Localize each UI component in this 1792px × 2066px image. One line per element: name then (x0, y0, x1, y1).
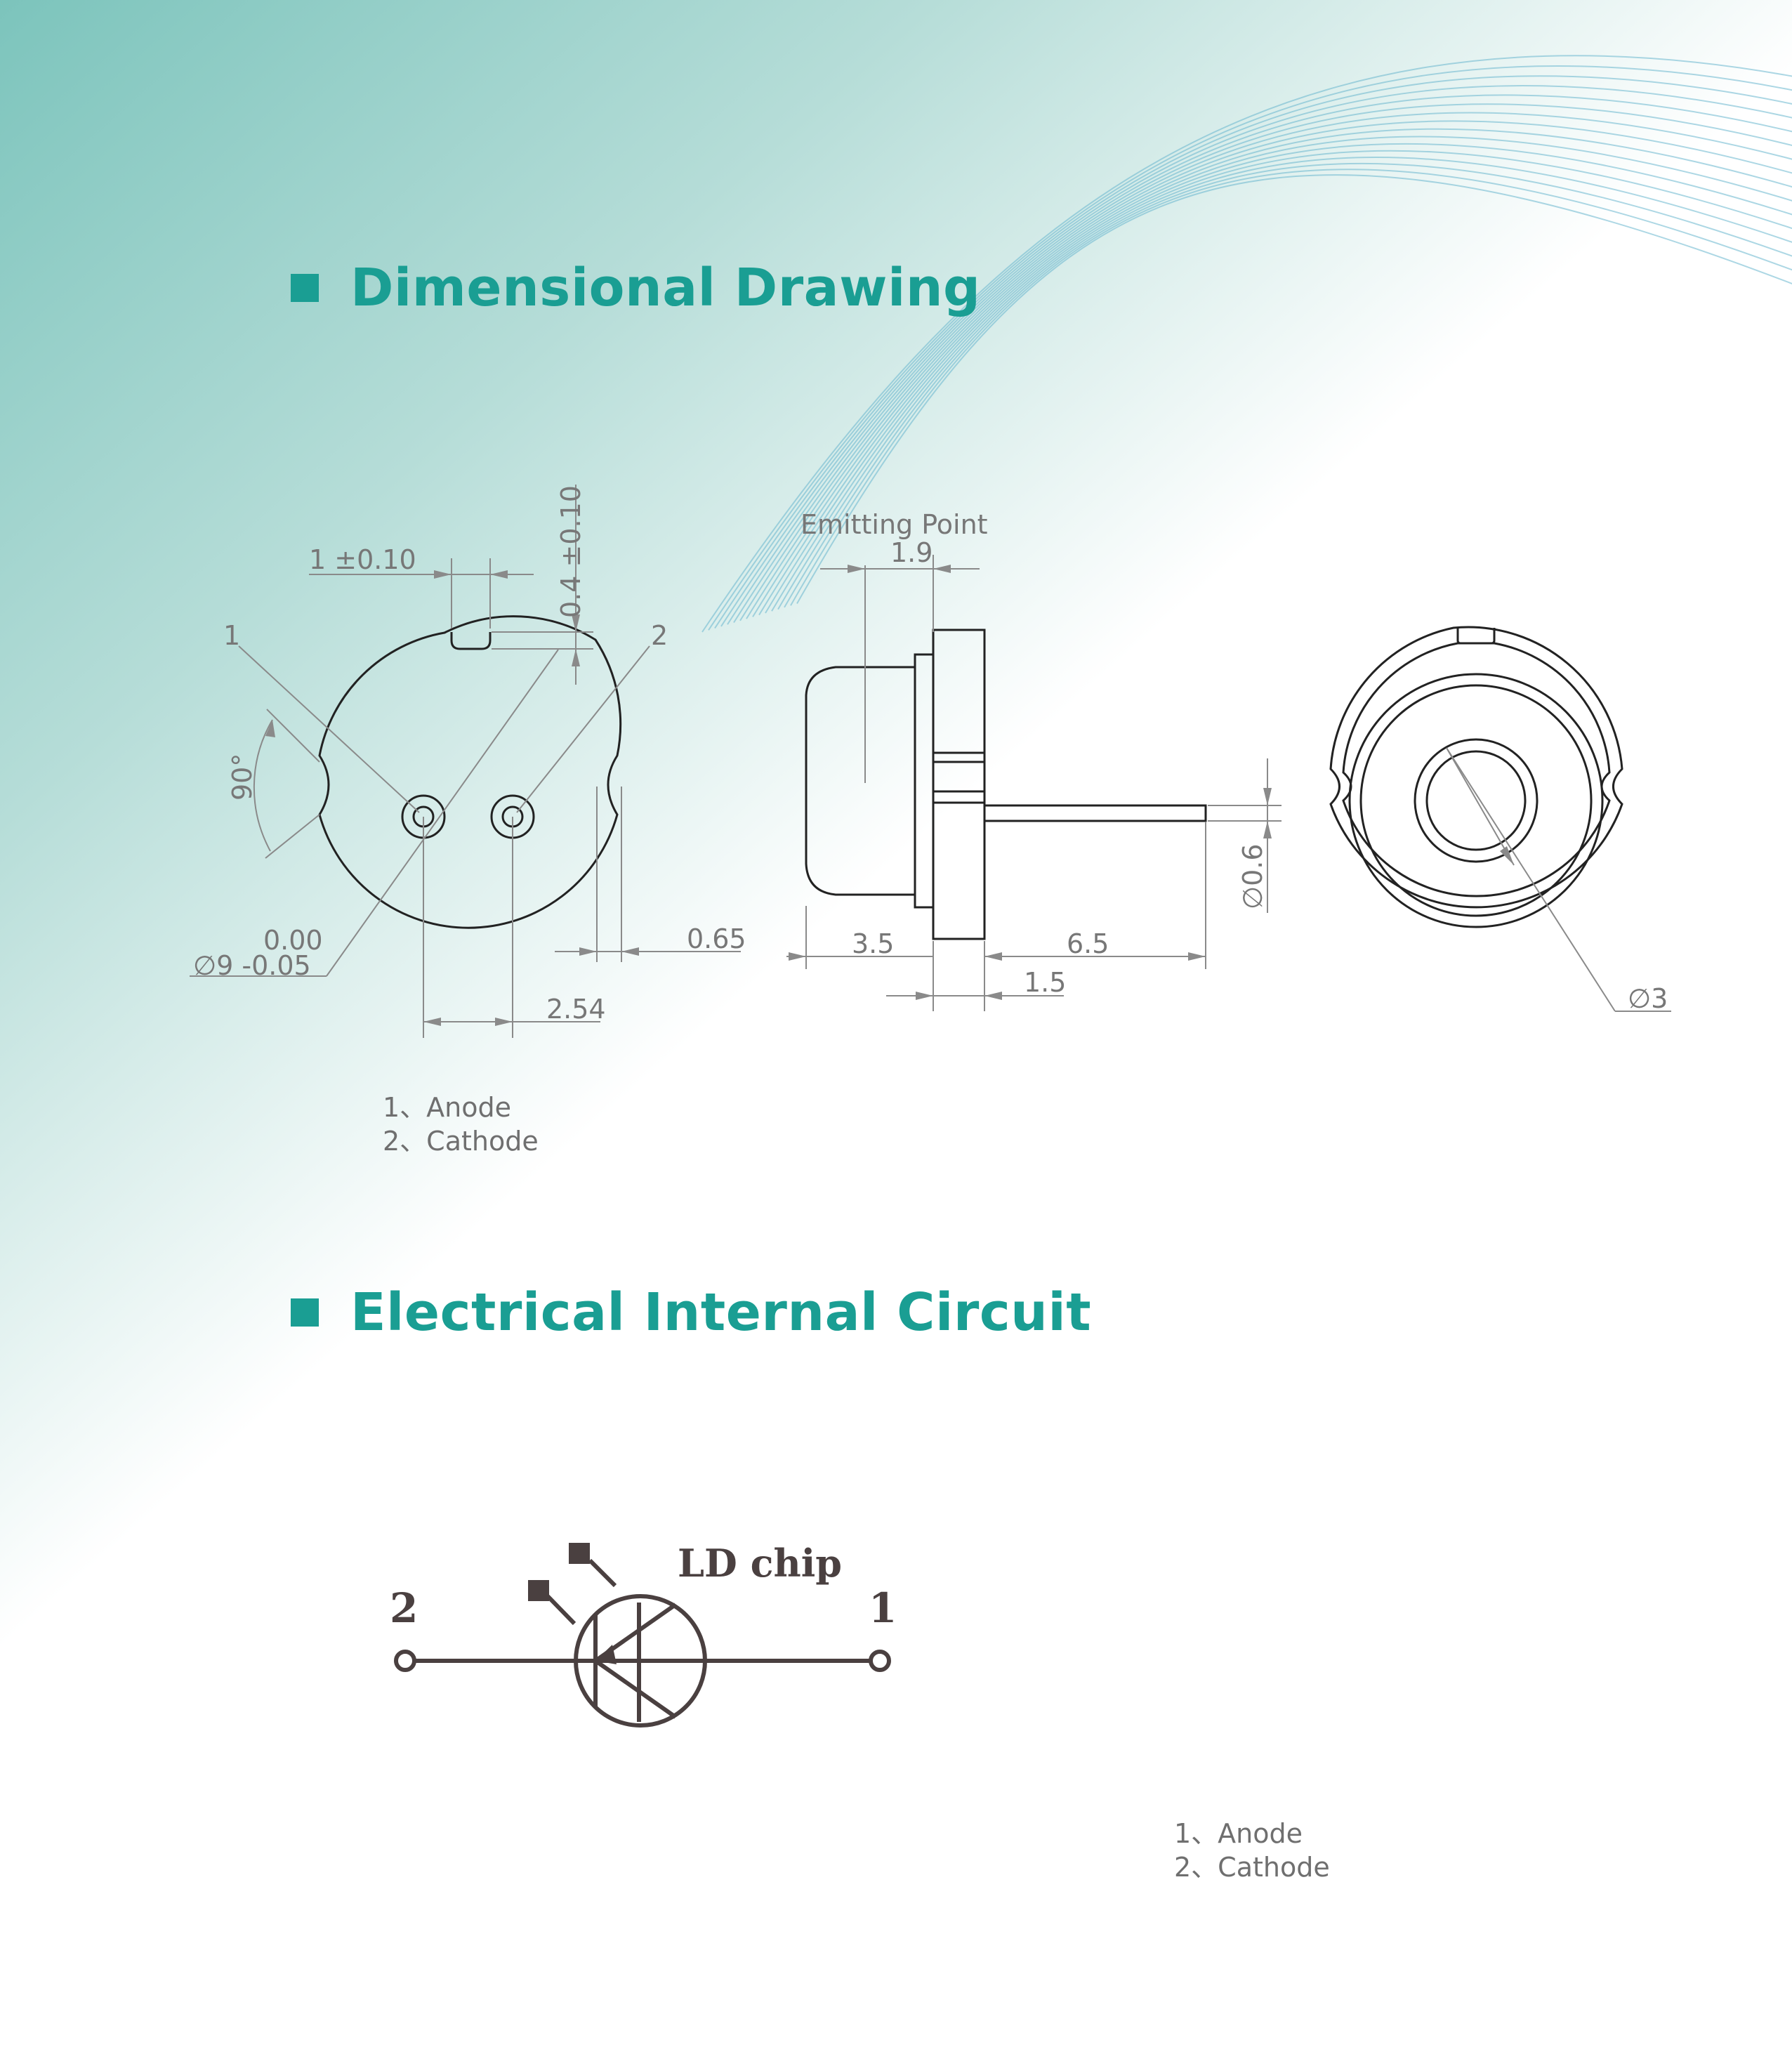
section-title: Electrical Internal Circuit (350, 1282, 1092, 1343)
terminal-left-icon (394, 1650, 416, 1672)
wave-line (701, 55, 1792, 633)
side-view-step (914, 653, 935, 909)
side-view-lead (983, 804, 1207, 822)
dim-cap-length: 3.5 (852, 928, 894, 959)
terminal-left-label: 2 (390, 1584, 418, 1632)
wave-line (714, 75, 1792, 629)
rear-view-outer (1329, 626, 1623, 909)
terminal-right-label: 1 (869, 1584, 897, 1632)
dim-emitting-value: 1.9 (890, 537, 933, 568)
dim-flange-step: 0.65 (687, 923, 746, 954)
rear-view-top-notch (1456, 628, 1496, 645)
side-view-header (932, 629, 986, 940)
dim-lead-diameter: ∅0.6 (1237, 843, 1268, 909)
dim-angle: 90° (227, 754, 258, 801)
dim-pin-pitch: 2.54 (546, 994, 606, 1025)
bullet-square-icon (291, 1298, 319, 1327)
side-view-cap (805, 666, 916, 896)
wave-line (727, 94, 1792, 625)
front-view-outline (318, 615, 622, 929)
dim-base-thickness: 1.5 (1024, 967, 1066, 998)
pin-1-label: 1 (223, 620, 240, 651)
front-view-notch (450, 632, 492, 650)
terminal-right-icon (869, 1650, 891, 1672)
pin-2-label: 2 (651, 620, 668, 651)
rear-view-ring-2 (1359, 684, 1593, 917)
rear-view-ring-1 (1348, 673, 1604, 928)
wave-line (784, 162, 1792, 608)
wave-line (777, 157, 1792, 610)
legend-cathode: 2、Cathode (1174, 1852, 1330, 1883)
wave-line (771, 150, 1792, 612)
wave-line (733, 103, 1792, 624)
wave-line (758, 136, 1792, 616)
dim-diameter: ∅9 -0.05 (193, 950, 311, 981)
wave-line (765, 143, 1792, 614)
light-arrow-icon (528, 1580, 549, 1601)
dim-window-diameter: ∅3 (1628, 983, 1668, 1014)
dim-notch-width: 1 ±0.10 (309, 544, 416, 575)
pin-legend-top: 1、Anode 2、Cathode (383, 1091, 539, 1158)
dim-notch-depth: 0.4 ±0.10 (555, 485, 586, 618)
legend-anode: 1、Anode (1174, 1818, 1303, 1849)
section-heading-dimensional: Dimensional Drawing (291, 258, 981, 318)
bullet-square-icon (291, 274, 319, 302)
emitting-point-label: Emitting Point (801, 509, 988, 540)
wave-line (752, 128, 1792, 617)
section-heading-circuit: Electrical Internal Circuit (291, 1282, 1091, 1343)
rear-view-window-outer (1414, 738, 1539, 863)
wave-line (708, 65, 1792, 631)
rear-view-inner (1342, 642, 1611, 897)
pin-legend-bottom: 1、Anode 2、Cathode (1174, 1817, 1330, 1884)
wave-line (739, 112, 1792, 621)
light-arrow-icon (569, 1543, 590, 1564)
wave-line (790, 169, 1792, 606)
dim-lead-length: 6.5 (1067, 928, 1109, 959)
legend-cathode: 2、Cathode (383, 1126, 539, 1157)
wave-line (796, 174, 1792, 604)
rear-view-window-inner (1425, 750, 1527, 851)
dim-tol-upper: 0.00 (263, 925, 323, 956)
legend-anode: 1、Anode (383, 1092, 512, 1123)
section-title: Dimensional Drawing (350, 258, 981, 318)
ld-chip-label: LD chip (678, 1541, 842, 1586)
wave-line (746, 120, 1792, 619)
wave-line (720, 85, 1792, 627)
ld-package-circle (574, 1594, 707, 1728)
